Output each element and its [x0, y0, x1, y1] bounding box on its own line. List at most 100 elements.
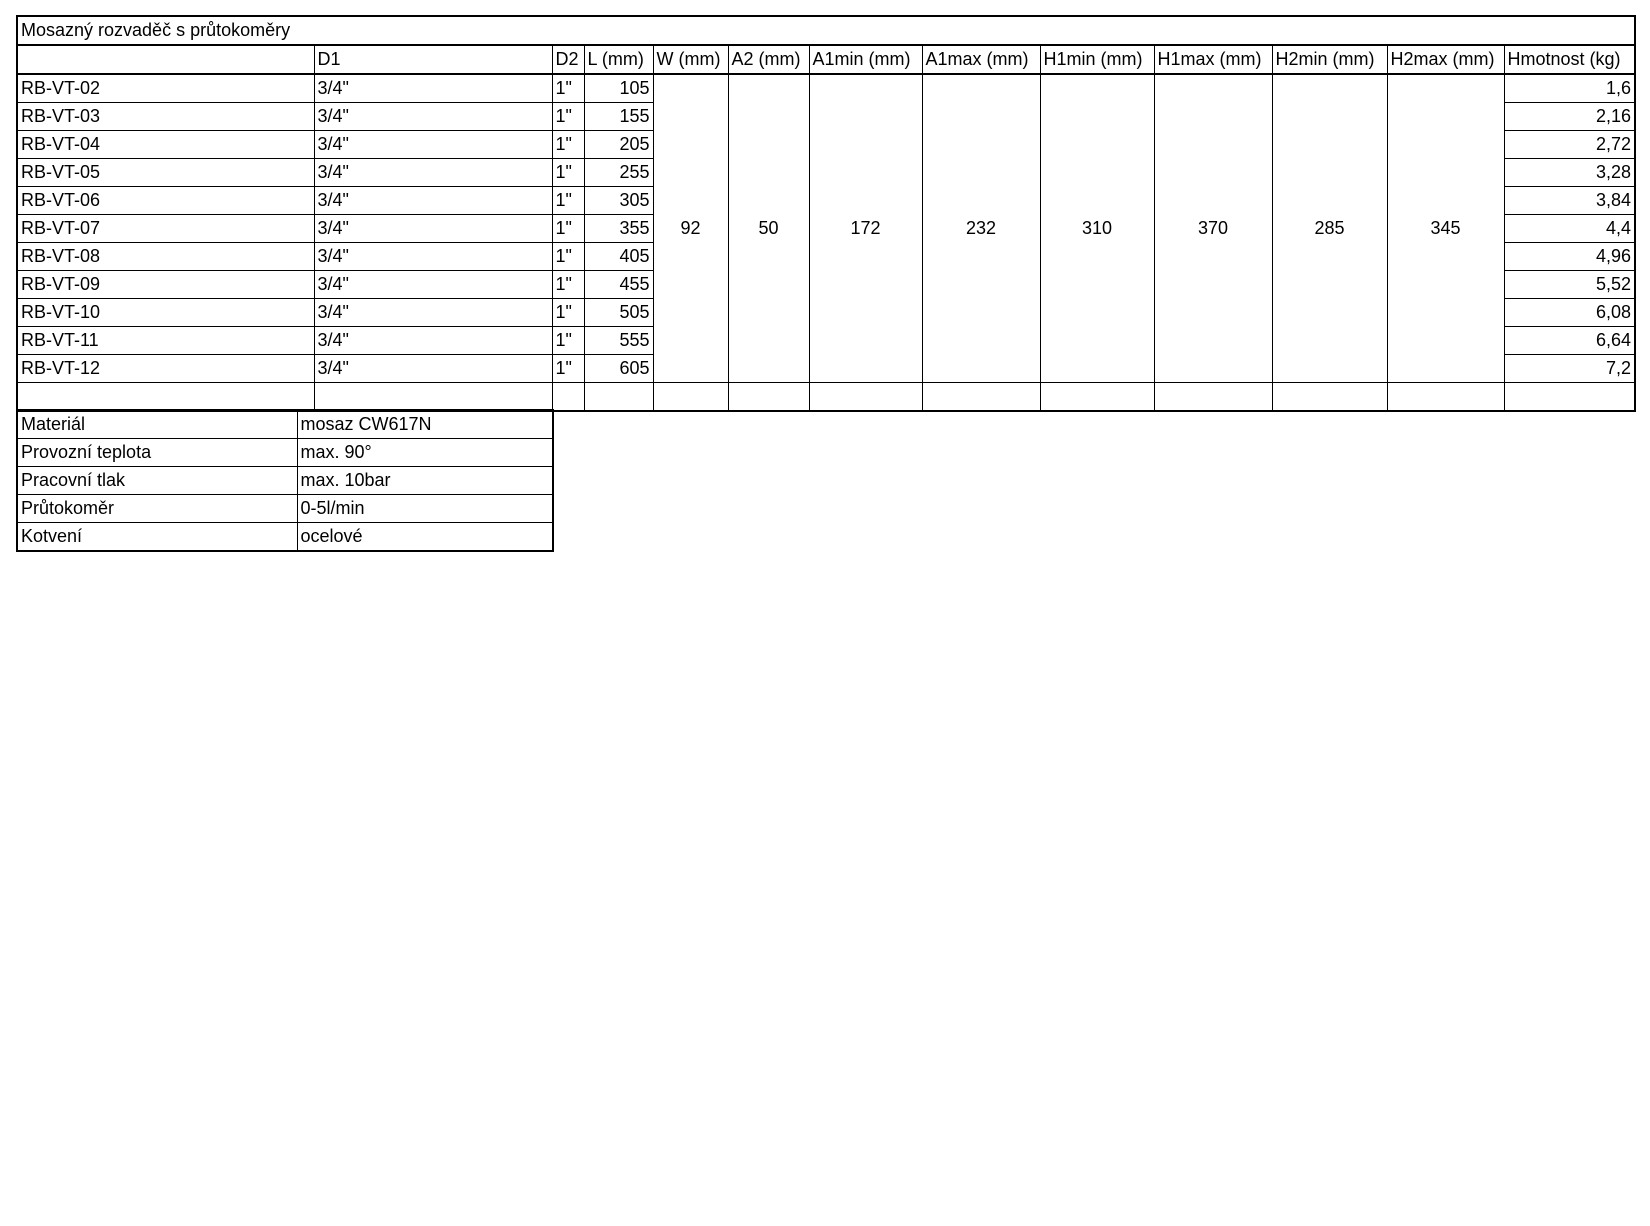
cell-h1max: 370: [1153, 73, 1273, 383]
upper-brass-bar: [55, 686, 465, 741]
cell-d1: 3/4": [313, 214, 553, 243]
cell-d1: 3/4": [313, 326, 553, 355]
outlet-outline: [946, 808, 984, 840]
cell-l: 205: [583, 130, 654, 159]
bracket-left: [125, 680, 155, 1140]
dim-label-a2: A2: [908, 945, 950, 983]
cell-d2: 1": [551, 242, 585, 271]
valve-knob-outline: [869, 1004, 915, 1076]
property-label: Provozní teplota: [16, 438, 298, 467]
property-value: ocelové: [296, 522, 554, 552]
column-header: A1min (mm): [808, 44, 923, 75]
cell-l: 455: [583, 270, 654, 299]
cell-a1max: 232: [921, 73, 1041, 383]
column-header: D1: [313, 44, 553, 75]
cell-h2max: 345: [1386, 73, 1505, 383]
outlet-outline: [1018, 1140, 1056, 1172]
outlet-outline: [801, 1140, 839, 1172]
cell-model: RB-VT-07: [16, 214, 315, 243]
valve-knob-outline: [942, 1004, 988, 1076]
outlet-thread: [243, 741, 277, 763]
cell-d2: 1": [551, 354, 585, 383]
valve-knob: [316, 987, 364, 1040]
cell-model: RB-VT-11: [16, 326, 315, 355]
outlet-thread: [76, 741, 110, 763]
outlet-thread: [406, 741, 440, 763]
cell-d1: 3/4": [313, 102, 553, 131]
valve-knob-outline: [1088, 1004, 1134, 1076]
cell-d2: 1": [551, 214, 585, 243]
bracket-right: [368, 680, 398, 1140]
flowmeter-outline: [1024, 654, 1050, 706]
flowmeter-base-outline: [871, 704, 913, 745]
valve-knob-outline: [797, 1004, 843, 1076]
valve-knob: [156, 987, 204, 1040]
flowmeter-outline: [952, 654, 978, 706]
outlet-outline: [1092, 808, 1130, 840]
cell-model: RB-VT-09: [16, 270, 315, 299]
cell-model: RB-VT-08: [16, 242, 315, 271]
valve-knob-outline: [1014, 1004, 1060, 1076]
cell-l: 605: [583, 354, 654, 383]
outlet-thread: [243, 1079, 277, 1103]
cell-l: 255: [583, 158, 654, 187]
empty-row: [16, 382, 1636, 412]
flowmeter-base-outline: [944, 704, 986, 745]
cell-weight: 5,52: [1503, 270, 1636, 299]
cell-d2: 1": [551, 298, 585, 327]
outlet-outline: [801, 808, 839, 840]
cell-d1: 3/4": [313, 186, 553, 215]
cell-model: RB-VT-03: [16, 102, 315, 131]
front-view-drawing: [655, 620, 1222, 1205]
cell-h1min: 310: [1039, 73, 1155, 383]
flowmeter-ring: [247, 650, 273, 662]
dim-label-l: L: [955, 590, 973, 628]
column-header: W (mm): [652, 44, 729, 75]
cell-weight: 6,64: [1503, 326, 1636, 355]
flowmeter-base-outline: [799, 704, 841, 745]
flowmeter-ring: [410, 650, 436, 662]
valve-knob: [236, 987, 284, 1040]
cell-l: 155: [583, 102, 654, 131]
column-header: D2: [551, 44, 585, 75]
flowmeter-glass: [166, 611, 194, 653]
property-value: 0-5l/min: [296, 494, 554, 523]
side-view-drawing: [1353, 631, 1498, 1185]
cell-h2min: 285: [1271, 73, 1388, 383]
cell-l: 355: [583, 214, 654, 243]
cell-model: RB-VT-05: [16, 158, 315, 187]
cell-d2: 1": [551, 326, 585, 355]
cell-d2: 1": [551, 270, 585, 299]
property-label: Materiál: [16, 409, 298, 439]
flowmeter-glass: [326, 611, 354, 653]
valve-knob: [69, 987, 117, 1040]
outlet-outline: [873, 1140, 911, 1172]
cell-w: 92: [652, 73, 729, 383]
cell-weight: 4,4: [1503, 214, 1636, 243]
cell-d1: 3/4": [313, 130, 553, 159]
dim-label-d2: D2: [1491, 737, 1536, 775]
outlet-thread: [323, 1079, 357, 1103]
cell-model: RB-VT-02: [16, 73, 315, 103]
property-value: max. 10bar: [296, 466, 554, 495]
dim-label-a1: A1: [712, 924, 754, 962]
property-value: max. 90°: [296, 438, 554, 467]
cell-d2: 1": [551, 158, 585, 187]
column-header: Hmotnost (kg): [1503, 44, 1636, 75]
flowmeter-cap: [398, 668, 448, 705]
dim-label-w: W: [1415, 1183, 1447, 1221]
flowmeter-ring: [80, 650, 106, 662]
flowmeter-ring: [327, 650, 353, 662]
column-header: A2 (mm): [727, 44, 810, 75]
manifold-photo: [55, 611, 465, 1140]
property-value: mosaz CW617N: [296, 409, 554, 439]
